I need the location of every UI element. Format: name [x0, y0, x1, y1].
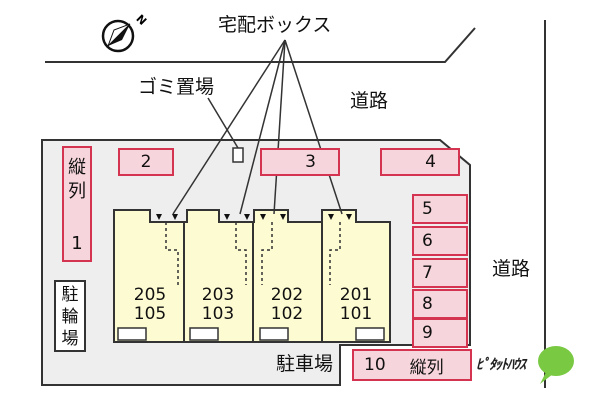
parking-slot-4: 4: [380, 148, 460, 176]
slot-1-char: 列: [68, 181, 86, 202]
road-label-top: 道路: [350, 90, 389, 112]
delivery-box-label: 宅配ボックス: [218, 14, 332, 36]
unit-lower-number: 105: [133, 304, 167, 324]
unit-upper-number: 201: [339, 285, 373, 305]
slot-1-char: 縦: [68, 157, 86, 178]
garbage-area-box: [232, 147, 244, 163]
parking-slot-7: 7: [412, 258, 468, 288]
delivery-box-leader-lines: [172, 39, 343, 215]
parking-slot-5: 5: [412, 194, 468, 224]
unit-upper-number: 203: [201, 285, 235, 305]
slot-10-number: 10: [364, 355, 386, 375]
north-arrow-compass-icon: N: [101, 12, 149, 53]
building-footprint: [113, 209, 391, 343]
unit-upper-number: 205: [133, 285, 167, 305]
road-boundary-line: [45, 27, 476, 63]
bike-parking-box: 駐 輪 場: [54, 280, 86, 352]
parking-slot-2: 2: [118, 148, 174, 176]
unit-lower-number: 103: [201, 304, 235, 324]
unit-202-102: 202 102: [257, 286, 317, 324]
parking-slot-9: 9: [412, 318, 468, 348]
garbage-leader-line: [207, 97, 239, 149]
green-speech-bubble-logo-icon: [538, 346, 574, 384]
garbage-area-label: ゴミ置場: [138, 76, 215, 98]
road-label-right: 道路: [492, 258, 531, 280]
unit-203-103: 203 103: [188, 286, 248, 324]
parking-slot-3: 3: [260, 148, 340, 176]
parking-slot-8: 8: [412, 289, 468, 319]
unit-lower-number: 101: [339, 304, 373, 324]
brand-name: ﾋﾟﾀｯﾄﾊｳｽ: [476, 357, 526, 373]
parking-label: 駐車場: [276, 353, 334, 375]
unit-205-105: 205 105: [120, 286, 180, 324]
unit-lower-number: 102: [270, 304, 304, 324]
slot-10-text: 縦列: [409, 357, 444, 378]
bike-parking-char: 場: [61, 329, 79, 349]
bike-parking-char: 駐: [61, 285, 79, 305]
parking-slot-10: 10 縦列: [352, 349, 472, 381]
bike-parking-char: 輪: [61, 307, 79, 327]
parking-slot-6: 6: [412, 226, 468, 256]
unit-201-101: 201 101: [326, 286, 386, 324]
unit-upper-number: 202: [270, 285, 304, 305]
svg-text:N: N: [133, 12, 149, 28]
slot-1-number: 1: [71, 233, 83, 254]
parking-slot-1-vertical: 縦 列 1: [62, 146, 92, 262]
